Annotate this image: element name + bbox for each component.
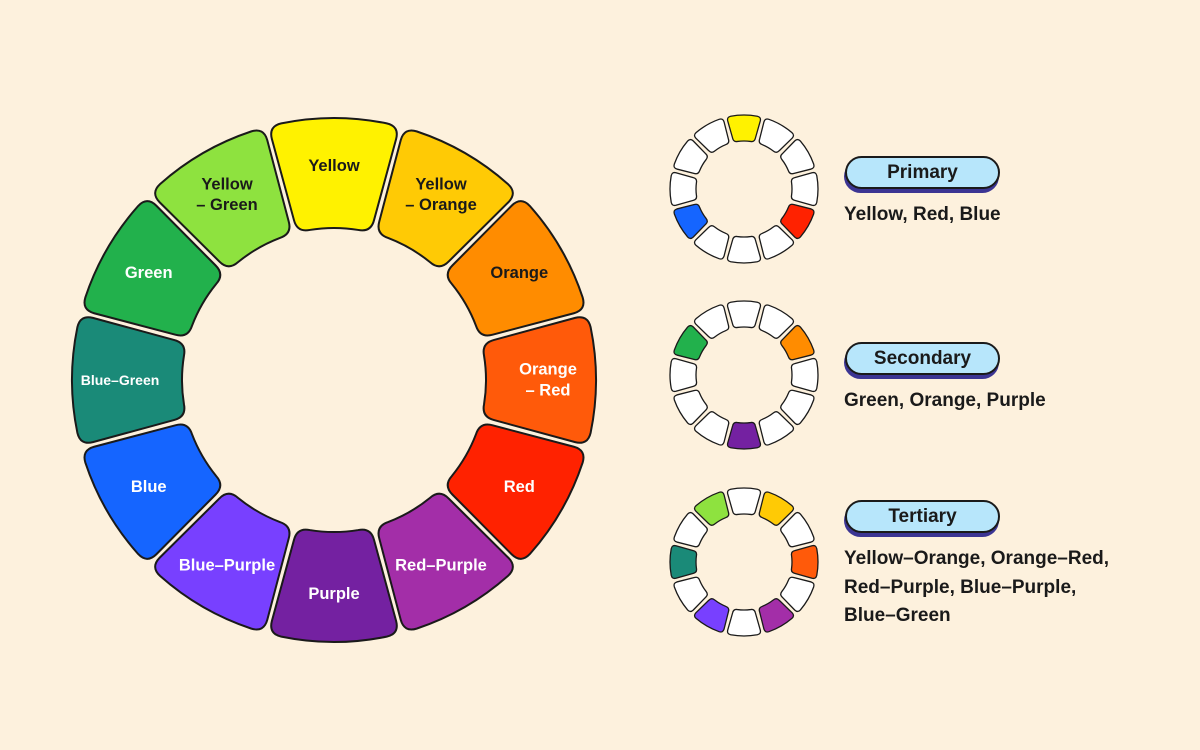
mini-tertiary-segment-yellow-orange bbox=[758, 491, 795, 526]
segment-blue-green: Blue–Green bbox=[70, 316, 186, 444]
segment-orange-red-shape bbox=[482, 316, 598, 444]
segment-orange-red: Orange – Red bbox=[482, 316, 598, 444]
mini-tertiary-segment-red bbox=[780, 576, 815, 613]
segment-purple-label: Purple bbox=[308, 585, 359, 603]
segment-yellow-green-label: Yellow bbox=[201, 175, 253, 193]
secondary-colors-text: Green, Orange, Purple bbox=[844, 390, 1046, 411]
mini-tertiary-segment-purple bbox=[726, 608, 762, 637]
primary-mini-wheel bbox=[669, 114, 819, 264]
mini-primary-segment-blue-purple bbox=[693, 225, 730, 260]
mini-primary-segment-red bbox=[780, 203, 815, 240]
segment-blue-purple-label: Blue–Purple bbox=[179, 556, 275, 574]
segment-orange-shape bbox=[446, 200, 585, 337]
mini-secondary-segment-yellow-orange bbox=[758, 304, 795, 339]
segment-yellow-green: Yellow – Green bbox=[154, 129, 291, 268]
segment-red-shape bbox=[446, 423, 585, 560]
mini-secondary-segment-red-purple bbox=[758, 411, 795, 446]
mini-primary-segment-orange-red bbox=[790, 171, 819, 207]
mini-secondary-segment-green bbox=[673, 324, 708, 361]
mini-primary-segment-yellow-green bbox=[693, 118, 730, 153]
mini-tertiary-segment-green bbox=[673, 511, 708, 548]
segment-yellow-green-label: – Green bbox=[196, 196, 257, 214]
tertiary-colors-text: Yellow–Orange, Orange–Red, Red–Purple, B… bbox=[844, 545, 1184, 631]
mini-secondary-segment-yellow-green bbox=[693, 304, 730, 339]
segment-green-label: Green bbox=[125, 264, 173, 282]
secondary-label: Secondary bbox=[845, 342, 1000, 375]
mini-secondary-segment-orange bbox=[780, 324, 815, 361]
mini-tertiary-segment-red-purple bbox=[758, 598, 795, 633]
segment-yellow-label: Yellow bbox=[308, 157, 360, 175]
mini-tertiary-segment-blue-purple bbox=[693, 598, 730, 633]
primary-label: Primary bbox=[845, 156, 1000, 189]
segment-yellow-green-shape bbox=[154, 129, 291, 268]
tertiary-mini-wheel bbox=[669, 487, 819, 637]
mini-secondary-segment-purple bbox=[726, 421, 762, 450]
segment-yellow-orange-shape bbox=[377, 129, 514, 268]
segment-orange-red-label: – Red bbox=[526, 381, 571, 399]
segment-blue: Blue bbox=[83, 423, 222, 560]
mini-primary-segment-purple bbox=[726, 235, 762, 264]
mini-primary-segment-blue-green bbox=[669, 171, 698, 207]
segment-orange: Orange bbox=[446, 200, 585, 337]
secondary-mini-wheel bbox=[669, 300, 819, 450]
mini-tertiary-segment-blue bbox=[673, 576, 708, 613]
mini-secondary-segment-blue-purple bbox=[693, 411, 730, 446]
segment-blue-purple: Blue–Purple bbox=[154, 492, 291, 631]
mini-primary-segment-blue bbox=[673, 203, 708, 240]
segment-red-purple-shape bbox=[377, 492, 514, 631]
mini-secondary-segment-blue bbox=[673, 389, 708, 426]
segment-orange-red-label: Orange bbox=[519, 361, 577, 379]
mini-primary-segment-red-purple bbox=[758, 225, 795, 260]
segment-yellow-orange-label: – Orange bbox=[405, 196, 477, 214]
tertiary-line-1: Yellow–Orange, Orange–Red, bbox=[844, 548, 1110, 569]
segment-yellow-shape bbox=[270, 116, 398, 232]
segment-blue-purple-shape bbox=[154, 492, 291, 631]
segment-red-purple-label: Red–Purple bbox=[395, 556, 487, 574]
segment-yellow-orange-label: Yellow bbox=[415, 175, 467, 193]
segment-red-purple: Red–Purple bbox=[377, 492, 514, 631]
segment-green: Green bbox=[83, 200, 222, 337]
segment-blue-shape bbox=[83, 423, 222, 560]
segment-purple: Purple bbox=[270, 528, 398, 644]
segment-purple-shape bbox=[270, 528, 398, 644]
mini-tertiary-segment-blue-green bbox=[669, 544, 698, 580]
segment-blue-label: Blue bbox=[131, 478, 167, 496]
primary-colors-text: Yellow, Red, Blue bbox=[844, 204, 1001, 225]
segment-yellow-orange: Yellow – Orange bbox=[377, 129, 514, 268]
segment-blue-green-shape bbox=[70, 316, 186, 444]
segment-red: Red bbox=[446, 423, 585, 560]
segment-blue-green-label: Blue–Green bbox=[81, 372, 160, 388]
tertiary-line-2: Red–Purple, Blue–Purple, bbox=[844, 576, 1077, 598]
mini-primary-segment-yellow bbox=[726, 114, 762, 143]
mini-secondary-segment-yellow bbox=[726, 300, 762, 329]
mini-secondary-segment-red bbox=[780, 389, 815, 426]
mini-primary-segment-yellow-orange bbox=[758, 118, 795, 153]
segment-yellow: Yellow bbox=[270, 116, 398, 232]
mini-tertiary-segment-yellow-green bbox=[693, 491, 730, 526]
mini-tertiary-segment-yellow bbox=[726, 487, 762, 516]
tertiary-line-3: Blue–Green bbox=[844, 605, 951, 626]
segment-green-shape bbox=[83, 200, 222, 337]
mini-primary-segment-green bbox=[673, 138, 708, 175]
mini-secondary-segment-orange-red bbox=[790, 357, 819, 393]
segment-orange-label: Orange bbox=[490, 264, 548, 282]
mini-tertiary-segment-orange-red bbox=[790, 544, 819, 580]
segment-red-label: Red bbox=[504, 478, 535, 496]
mini-secondary-segment-blue-green bbox=[669, 357, 698, 393]
mini-primary-segment-orange bbox=[780, 138, 815, 175]
mini-tertiary-segment-orange bbox=[780, 511, 815, 548]
tertiary-label: Tertiary bbox=[845, 500, 1000, 533]
